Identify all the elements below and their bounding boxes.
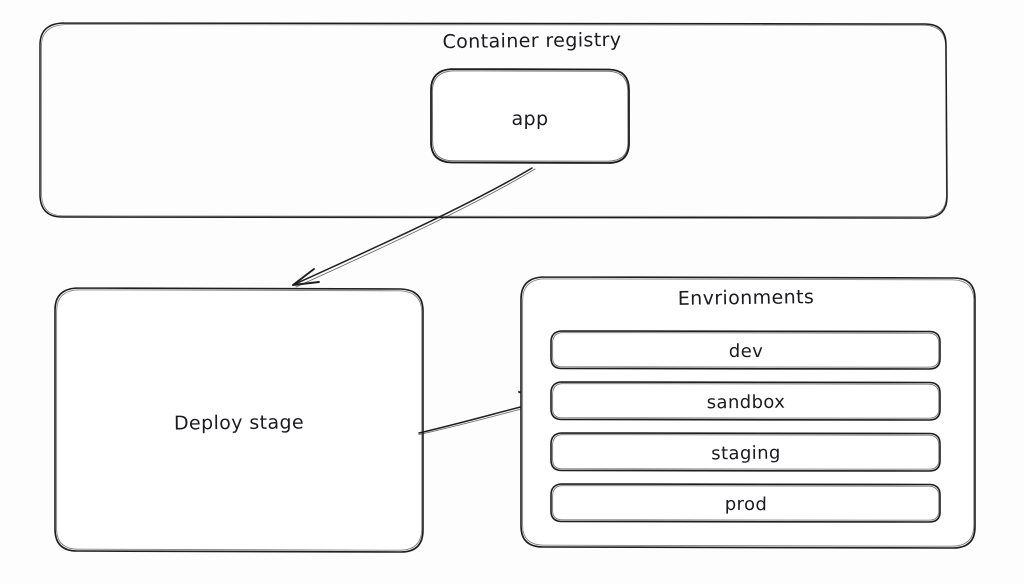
deploy-stage-label: Deploy stage (173, 411, 305, 435)
app-box-border (430, 68, 630, 164)
deploy-stage-border-echo (56, 289, 423, 551)
environment-row-sandbox-border-echo (552, 383, 940, 419)
environment-row-sandbox[interactable] (550, 381, 941, 421)
environments-panel-border-echo (522, 278, 975, 547)
connector-app-to-deploy-line-echo (295, 168, 536, 288)
connector-app-to-deploy-arrowhead (292, 268, 320, 286)
container-registry-title: Container registry (442, 28, 622, 54)
connector-app-to-deploy (292, 167, 536, 288)
environments-title: Envrionments (677, 286, 815, 310)
environment-row-staging-border-echo (552, 434, 940, 470)
environment-row-staging-border (550, 432, 941, 472)
app-label: app (511, 107, 549, 131)
environment-row-sandbox-border (550, 381, 941, 421)
container-registry-border (39, 22, 948, 219)
app-box-border-echo (431, 70, 629, 162)
environment-row-sandbox-label: sandbox (706, 391, 786, 414)
container-registry-group[interactable] (39, 22, 948, 219)
environment-row-prod-border (550, 483, 941, 523)
environment-row-prod[interactable] (550, 483, 941, 523)
deploy-stage-box[interactable] (54, 287, 424, 553)
environment-row-prod-border-echo (552, 485, 940, 521)
environment-row-dev[interactable] (550, 330, 941, 370)
connector-app-to-deploy-line (292, 167, 533, 286)
environment-row-dev-border (550, 330, 941, 370)
app-box[interactable] (430, 68, 630, 164)
environments-panel[interactable] (520, 276, 976, 549)
environment-row-staging-label: staging (711, 442, 781, 465)
deploy-stage-border (54, 287, 424, 553)
environment-row-dev-border-echo (552, 332, 940, 368)
environment-row-dev-label: dev (728, 340, 764, 363)
environment-row-prod-label: prod (724, 493, 768, 516)
container-registry-border-echo (41, 24, 947, 217)
environment-row-staging[interactable] (550, 432, 941, 472)
